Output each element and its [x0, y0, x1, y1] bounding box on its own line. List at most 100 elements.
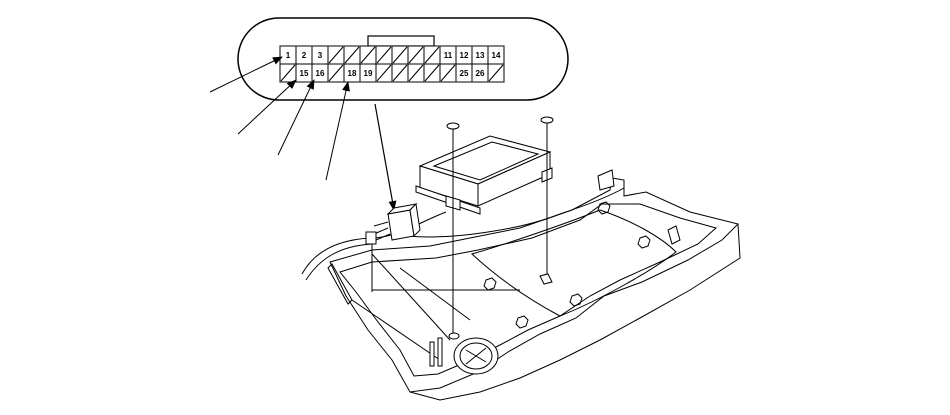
- empty-cavity-slash: [424, 46, 440, 64]
- pin-number-label: 16: [316, 69, 325, 78]
- pin-number-label: 2: [302, 51, 307, 60]
- bracket-mount-boss-3: [483, 277, 497, 291]
- bracket-post-1: [429, 341, 435, 367]
- bracket-mount-boss-4: [515, 315, 529, 329]
- empty-cavity-slash: [328, 46, 344, 64]
- pin-number-label: 3: [318, 51, 323, 60]
- connector-pin: 3: [311, 45, 329, 65]
- connector-empty-cavity: [327, 63, 345, 83]
- connector-pin: 11: [439, 45, 457, 65]
- connector-empty-cavity: [423, 45, 441, 65]
- bracket-cross-line-2: [399, 267, 471, 321]
- bracket-front-edge: [409, 223, 741, 401]
- bracket-rib: [667, 225, 681, 245]
- pin-number-label: 11: [444, 51, 453, 60]
- pin-number-label: 14: [492, 51, 501, 60]
- connector-empty-cavity: [391, 63, 409, 83]
- pin-number-label: 19: [364, 69, 373, 78]
- pin-number-label: 15: [300, 69, 309, 78]
- bracket-post-2: [437, 337, 443, 367]
- connector-pin: 26: [471, 63, 489, 83]
- connector-empty-cavity: [375, 45, 393, 65]
- screw-left: [446, 122, 460, 336]
- bracket-inner-lip: [339, 203, 718, 377]
- harness-connector: [365, 202, 421, 245]
- connector-pin: 2: [295, 45, 313, 65]
- empty-cavity-slash: [408, 64, 424, 82]
- empty-cavity-slash: [360, 46, 376, 64]
- bracket-raised-plate: [471, 209, 677, 317]
- grommet-cross-2: [465, 347, 487, 365]
- connector-empty-cavity: [327, 45, 345, 65]
- bracket-grommet-inner: [459, 342, 493, 370]
- connector-pin: 13: [471, 45, 489, 65]
- bracket-tab: [597, 169, 615, 191]
- harness-wire-2: [305, 243, 373, 281]
- bracket-cross-line-1: [371, 253, 451, 341]
- harness-wire-1: [301, 237, 371, 275]
- connector-pin: 14: [487, 45, 505, 65]
- empty-cavity-slash: [328, 64, 344, 82]
- empty-cavity-slash: [424, 64, 440, 82]
- module-top-panel: [432, 141, 540, 181]
- connector-empty-cavity: [359, 45, 377, 65]
- harness-connector-side: [409, 202, 421, 238]
- connector-empty-cavity: [391, 45, 409, 65]
- mounting-bracket: [327, 169, 741, 401]
- connector-empty-cavity: [407, 45, 425, 65]
- screw-right: [540, 116, 554, 276]
- bracket-mount-boss-2: [597, 201, 611, 215]
- connector-empty-cavity: [279, 63, 297, 83]
- connector-latch: [367, 35, 435, 47]
- harness-wire-stub-3: [375, 233, 391, 241]
- empty-cavity-slash: [392, 64, 408, 82]
- connector-pin: 1: [279, 45, 297, 65]
- bracket-mount-boss-1: [637, 235, 651, 249]
- harness-clip: [365, 231, 377, 245]
- empty-cavity-slash: [488, 64, 504, 82]
- pin-number-label: 25: [460, 69, 469, 78]
- bracket-mount-boss-5: [569, 293, 583, 307]
- empty-cavity-slash: [344, 46, 360, 64]
- connector-pin: 12: [455, 45, 473, 65]
- connector-pointer-arrow: [374, 103, 397, 211]
- control-module: [415, 135, 553, 215]
- harness-wire-long: [407, 187, 625, 238]
- harness-connector-body: [387, 209, 415, 241]
- connector-empty-cavity: [439, 63, 457, 83]
- empty-cavity-slash: [280, 64, 296, 82]
- bracket-rib-left: [327, 263, 353, 305]
- nut-right: [539, 273, 553, 285]
- connector-empty-cavity: [423, 63, 441, 83]
- callout-line-pin-18: [325, 81, 350, 181]
- harness-wire-stub-1: [373, 221, 389, 227]
- connector-empty-cavity: [487, 63, 505, 83]
- empty-cavity-slash: [392, 46, 408, 64]
- pin-number-label: 26: [476, 69, 485, 78]
- empty-cavity-slash: [376, 46, 392, 64]
- connector-pin: 18: [343, 63, 361, 83]
- connector-empty-cavity: [407, 63, 425, 83]
- screw-right-head: [540, 116, 554, 124]
- empty-cavity-slash: [376, 64, 392, 82]
- callout-line-pin-15: [237, 79, 297, 135]
- empty-cavity-slash: [440, 64, 456, 82]
- bracket-cross-line-4: [351, 299, 441, 361]
- connector-empty-cavity: [343, 45, 361, 65]
- nut-left: [448, 332, 460, 340]
- screw-left-head: [446, 122, 460, 130]
- mounting-screws: [446, 116, 554, 340]
- callout-leaders: [209, 56, 350, 181]
- connector-empty-cavity: [375, 63, 393, 83]
- callout-line-pin-1: [209, 56, 283, 93]
- connector-pin: 15: [295, 63, 313, 83]
- pin-number-label: 18: [348, 69, 357, 78]
- pin-number-label: 13: [476, 51, 485, 60]
- connector-pin: 19: [359, 63, 377, 83]
- empty-cavity-slash: [408, 46, 424, 64]
- callout-line-pin-16: [277, 79, 315, 156]
- connector-pin: 16: [311, 63, 329, 83]
